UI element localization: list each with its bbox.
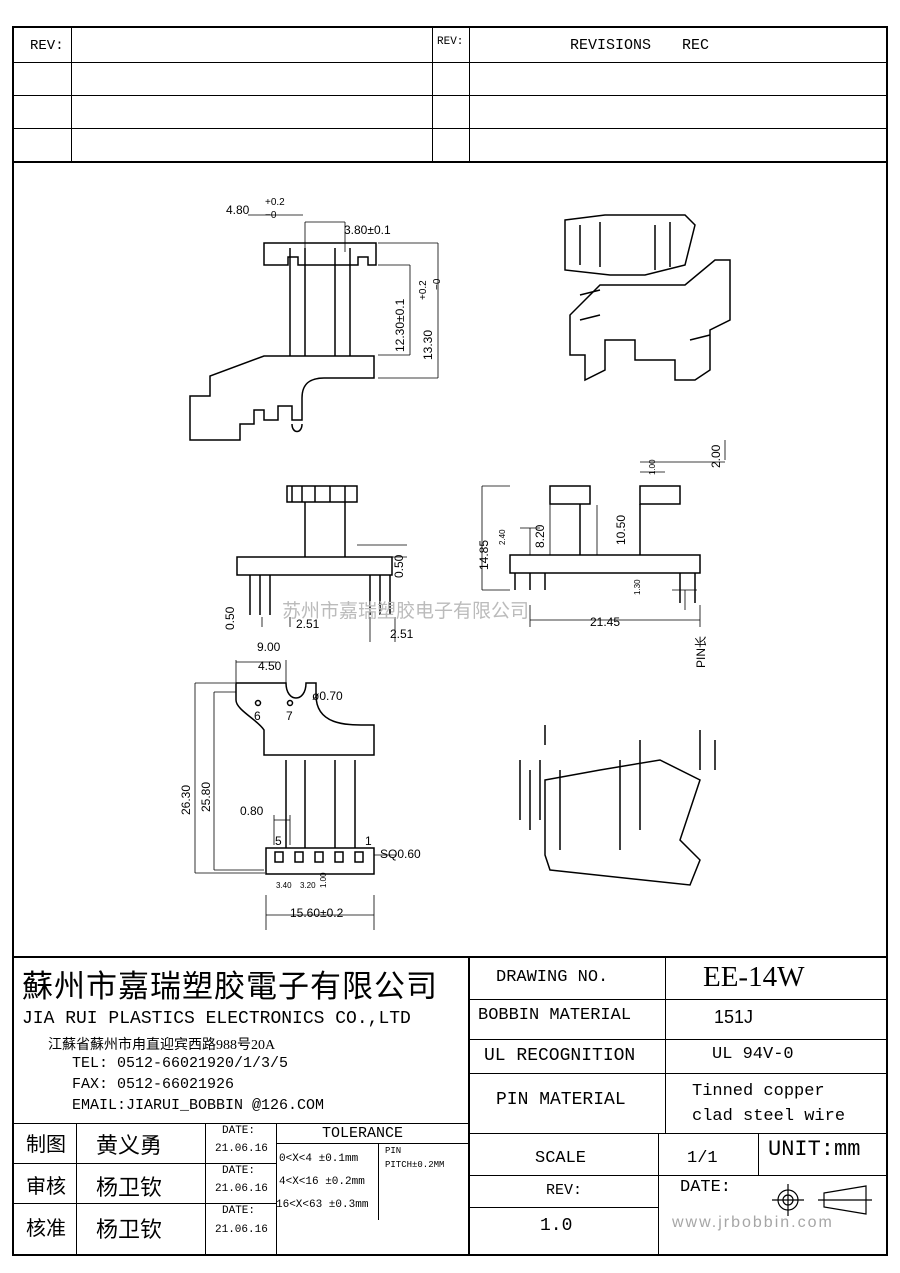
dim-h1: 12.30±0.1 xyxy=(393,298,407,352)
dim-side-2145: 21.45 xyxy=(590,615,620,629)
sig-role-checked: 审核 xyxy=(26,1176,66,1198)
dim-bot-1560: 15.60±0.2 xyxy=(290,906,344,920)
dim-g2-tol-top: +0.2 xyxy=(265,197,285,208)
drawing-no-label: DRAWING NO. xyxy=(496,968,609,987)
drawing-sheet xyxy=(12,26,888,1256)
iso-view-top xyxy=(564,214,731,382)
tolerance-pin: PIN xyxy=(385,1146,402,1156)
dim-bot-340: 3.40 xyxy=(276,881,292,890)
company-name-en: JIA RUI PLASTICS ELECTRONICS CO.,LTD xyxy=(22,1009,411,1029)
sig-date-label-checked: DATE: xyxy=(222,1165,256,1177)
dim-bot-pin1: 1 xyxy=(365,834,372,848)
company-tel: TEL: 0512-66021920/1/3/5 xyxy=(72,1055,289,1072)
website-watermark: www.jrbobbin.com xyxy=(672,1214,834,1231)
dim-bot-320: 3.20 xyxy=(300,881,316,890)
dim-bot-080: 0.80 xyxy=(240,804,264,818)
dim-side-240: 2.40 xyxy=(498,529,507,545)
drawing-no: EE-14W xyxy=(703,961,805,993)
dim-bot-100: 1.00 xyxy=(319,872,328,888)
sig-date-drawn: 21.06.16 xyxy=(215,1143,268,1155)
dim-bot-900: 9.00 xyxy=(257,640,281,654)
tolerance-pin-pitch: PITCH±0.2MM xyxy=(385,1160,445,1170)
front-view xyxy=(236,485,393,615)
dim-front-251b: 2.51 xyxy=(390,627,414,641)
side-view xyxy=(509,485,701,603)
sig-date-label-approved: DATE: xyxy=(222,1205,256,1217)
dim-side-pink: PIN长 xyxy=(694,636,708,668)
pin-material-line1: Tinned copper xyxy=(692,1082,825,1101)
sig-date-checked: 21.06.16 xyxy=(215,1183,268,1195)
bottom-view xyxy=(235,682,375,875)
dim-g1: 3.80±0.1 xyxy=(344,223,391,237)
sig-name-checked: 杨卫钦 xyxy=(96,1175,163,1200)
dim-bot-phi: ø0.70 xyxy=(312,689,343,703)
rev-label: REV: xyxy=(546,1182,583,1199)
rev-value: 1.0 xyxy=(540,1216,573,1236)
scale-label: SCALE xyxy=(535,1149,587,1168)
dim-side-130: 1.30 xyxy=(633,579,642,595)
rev-label-right: REV: xyxy=(437,36,464,48)
scale-value: 1/1 xyxy=(687,1149,718,1168)
dim-side-100: 1.00 xyxy=(648,459,657,475)
tolerance-title: TOLERANCE xyxy=(322,1125,404,1142)
dim-bot-2580: 25.80 xyxy=(199,782,213,812)
date-label: DATE: xyxy=(680,1178,732,1197)
company-email: EMAIL:JIARUI_BOBBIN @126.COM xyxy=(72,1097,325,1114)
dim-side-200: 2.00 xyxy=(709,444,723,468)
dim-side-820: 8.20 xyxy=(533,524,547,548)
dim-bot-2630: 26.30 xyxy=(179,785,193,815)
pin-material-label: PIN MATERIAL xyxy=(496,1090,626,1110)
sig-name-approved: 杨卫钦 xyxy=(96,1217,163,1242)
dim-front-050a: 0.50 xyxy=(392,554,406,578)
dim-bot-sq: SQ0.60 xyxy=(380,847,421,861)
sig-role-drawn: 制图 xyxy=(26,1134,66,1156)
dim-bot-450: 4.50 xyxy=(258,659,282,673)
dim-front-050b: 0.50 xyxy=(223,606,237,630)
dim-h2: 13.30 xyxy=(421,330,435,360)
projection-symbol-icon xyxy=(772,1184,872,1216)
dim-side-1050: 10.50 xyxy=(614,515,628,545)
dim-bot-pin5: 5 xyxy=(275,834,282,848)
dim-g2: 4.80 xyxy=(226,203,250,217)
top-view xyxy=(189,242,377,441)
dim-front-251a: 2.51 xyxy=(296,617,320,631)
iso-view-bottom xyxy=(519,725,716,886)
bobbin-material: 151J xyxy=(714,1007,754,1027)
dim-side-1485: 14.85 xyxy=(477,540,491,570)
watermark: 苏州市嘉瑞塑胶电子有限公司 xyxy=(282,600,529,622)
dim-g2-tol-bot: −0 xyxy=(265,210,277,221)
sig-date-label-drawn: DATE: xyxy=(222,1125,256,1137)
ul-label: UL RECOGNITION xyxy=(484,1046,636,1066)
rev-label-left: REV: xyxy=(30,38,64,54)
unit-label: UNIT:mm xyxy=(768,1137,861,1162)
company-address: 江蘇省蘇州市甪直迎宾西路988号20A xyxy=(48,1038,276,1053)
rec-label: REC xyxy=(682,37,710,54)
technical-drawing: 4.80 +0.2 −0 3.80±0.1 12.30±0.1 13.30 +0… xyxy=(179,197,731,930)
dim-h2-tol-bot: −0 xyxy=(432,278,443,290)
company-name-cn: 蘇州市嘉瑞塑胶電子有限公司 xyxy=(22,969,438,1005)
tolerance-row-3: 16<X<63 ±0.3mm xyxy=(276,1199,369,1211)
tolerance-row-1: 0<X<4 ±0.1mm xyxy=(279,1153,359,1165)
sig-name-drawn: 黄义勇 xyxy=(96,1133,163,1158)
pin-material-line2: clad steel wire xyxy=(692,1107,846,1126)
revisions-label: REVISIONS xyxy=(570,37,652,54)
dim-bot-pin6: 6 xyxy=(254,709,261,723)
dim-h2-tol-top: +0.2 xyxy=(418,280,429,300)
sig-date-approved: 21.06.16 xyxy=(215,1224,268,1236)
ul-value: UL 94V-0 xyxy=(712,1045,794,1064)
dim-bot-pin7: 7 xyxy=(286,709,293,723)
bobbin-material-label: BOBBIN MATERIAL xyxy=(478,1006,632,1025)
sig-role-approved: 核准 xyxy=(26,1218,66,1240)
company-fax: FAX: 0512-66021926 xyxy=(72,1076,235,1093)
tolerance-row-2: 4<X<16 ±0.2mm xyxy=(279,1176,365,1188)
